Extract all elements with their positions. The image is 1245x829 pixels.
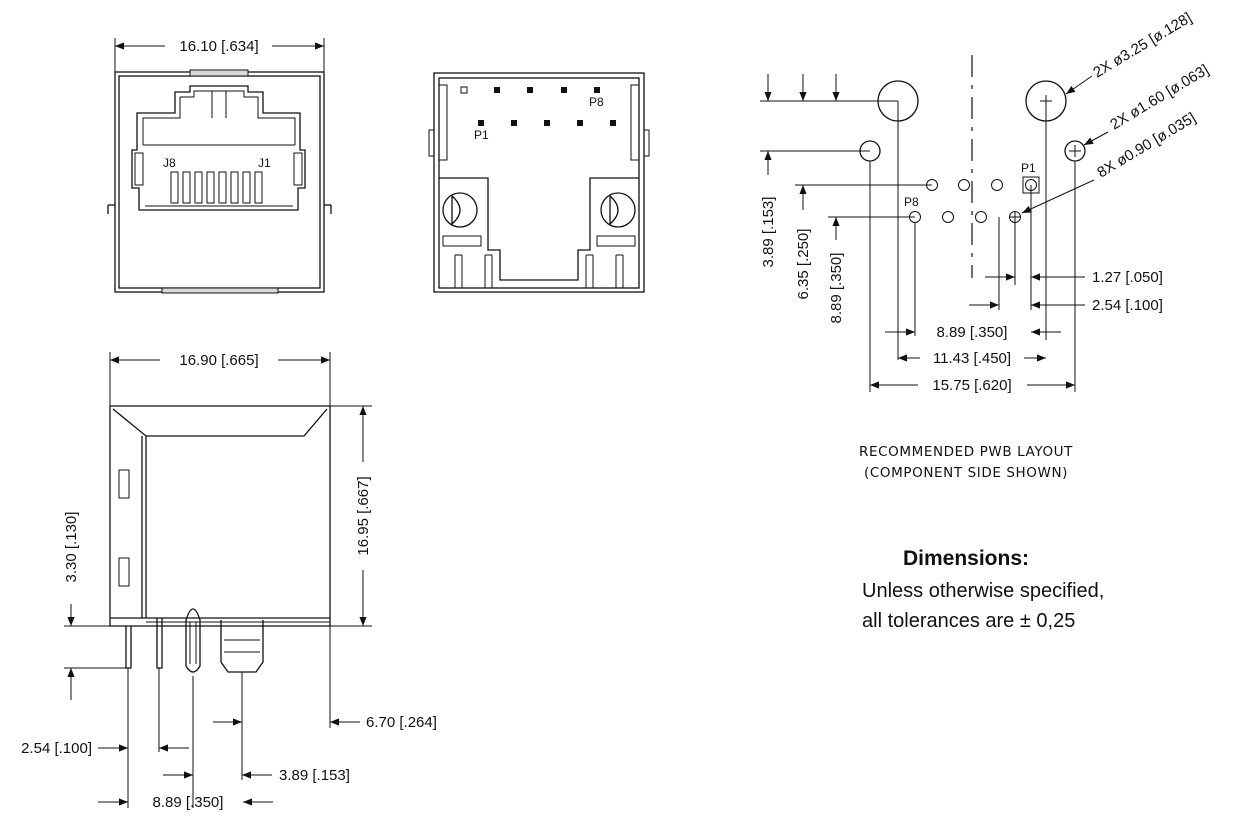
side-clip	[185, 608, 201, 673]
rear-post-right	[600, 192, 636, 228]
pwb-dim-h3: 15.75 [.620]	[932, 377, 1011, 394]
rj45-opening	[131, 85, 306, 211]
pwb-dim-v2: 6.35 [.250]	[795, 229, 812, 300]
pwb-label-p8: P8	[904, 195, 919, 209]
side-board-post	[220, 620, 264, 673]
pwb-dim-h2: 11.43 [.450]	[933, 350, 1011, 367]
signal-holes	[909, 176, 1040, 223]
callout-mount-hole: 2X ø3.25 [ø.128]	[1090, 9, 1195, 81]
front-view: 16.10 [.634] J8 J1	[107, 38, 332, 294]
side-pin-span-dim: 8.89 [.350]	[153, 794, 224, 811]
rear-label-p8: P8	[589, 95, 604, 109]
rear-post-left	[442, 192, 478, 228]
rear-body	[433, 72, 645, 293]
side-post-spacing-dim: 3.89 [.153]	[279, 767, 350, 784]
rear-label-p1: P1	[474, 128, 489, 142]
pwb-caption-line1: RECOMMENDED PWB LAYOUT	[859, 444, 1073, 460]
notes-line1: Unless otherwise specified,	[862, 580, 1104, 602]
pwb-dim-h1: 8.89 [.350]	[937, 324, 1008, 341]
side-height-dim: 16.95 [.667]	[355, 476, 372, 555]
side-depth-dim: 16.90 [.665]	[179, 352, 258, 369]
side-pin-pitch-dim: 2.54 [.100]	[21, 740, 92, 757]
pwb-dim-row: 2.54 [.100]	[1092, 297, 1163, 314]
mount-hole-right	[1025, 80, 1067, 122]
front-contacts	[170, 171, 263, 204]
rear-pins	[460, 86, 616, 126]
pwb-dim-v3: 8.89 [.350]	[828, 253, 845, 324]
pwb-dim-pitch: 1.27 [.050]	[1092, 269, 1163, 286]
label-j8: J8	[163, 156, 176, 170]
side-view: 16.90 [.665] 16.95 [.667] 3.30 [.130]	[21, 352, 437, 811]
side-post-offset-dim: 6.70 [.264]	[366, 714, 437, 731]
side-body	[109, 405, 331, 627]
pwb-caption-line2: (COMPONENT SIDE SHOWN)	[864, 465, 1068, 481]
notes-line2: all tolerances are ± 0,25	[862, 610, 1075, 632]
rear-view: P8 P1	[428, 72, 650, 293]
pwb-label-p1: P1	[1021, 161, 1036, 175]
front-width-dim: 16.10 [.634]	[179, 38, 258, 55]
pwb-layout: P1 P8 2X ø3.25 [ø.128] 2X ø1.60 [ø.063] …	[760, 9, 1212, 481]
pwb-dim-v1: 3.89 [.153]	[760, 197, 777, 268]
notes-heading: Dimensions:	[903, 547, 1029, 570]
dimension-notes: Dimensions: Unless otherwise specified, …	[862, 547, 1104, 632]
side-standoff-dim: 3.30 [.130]	[63, 512, 80, 583]
label-j1: J1	[258, 156, 271, 170]
